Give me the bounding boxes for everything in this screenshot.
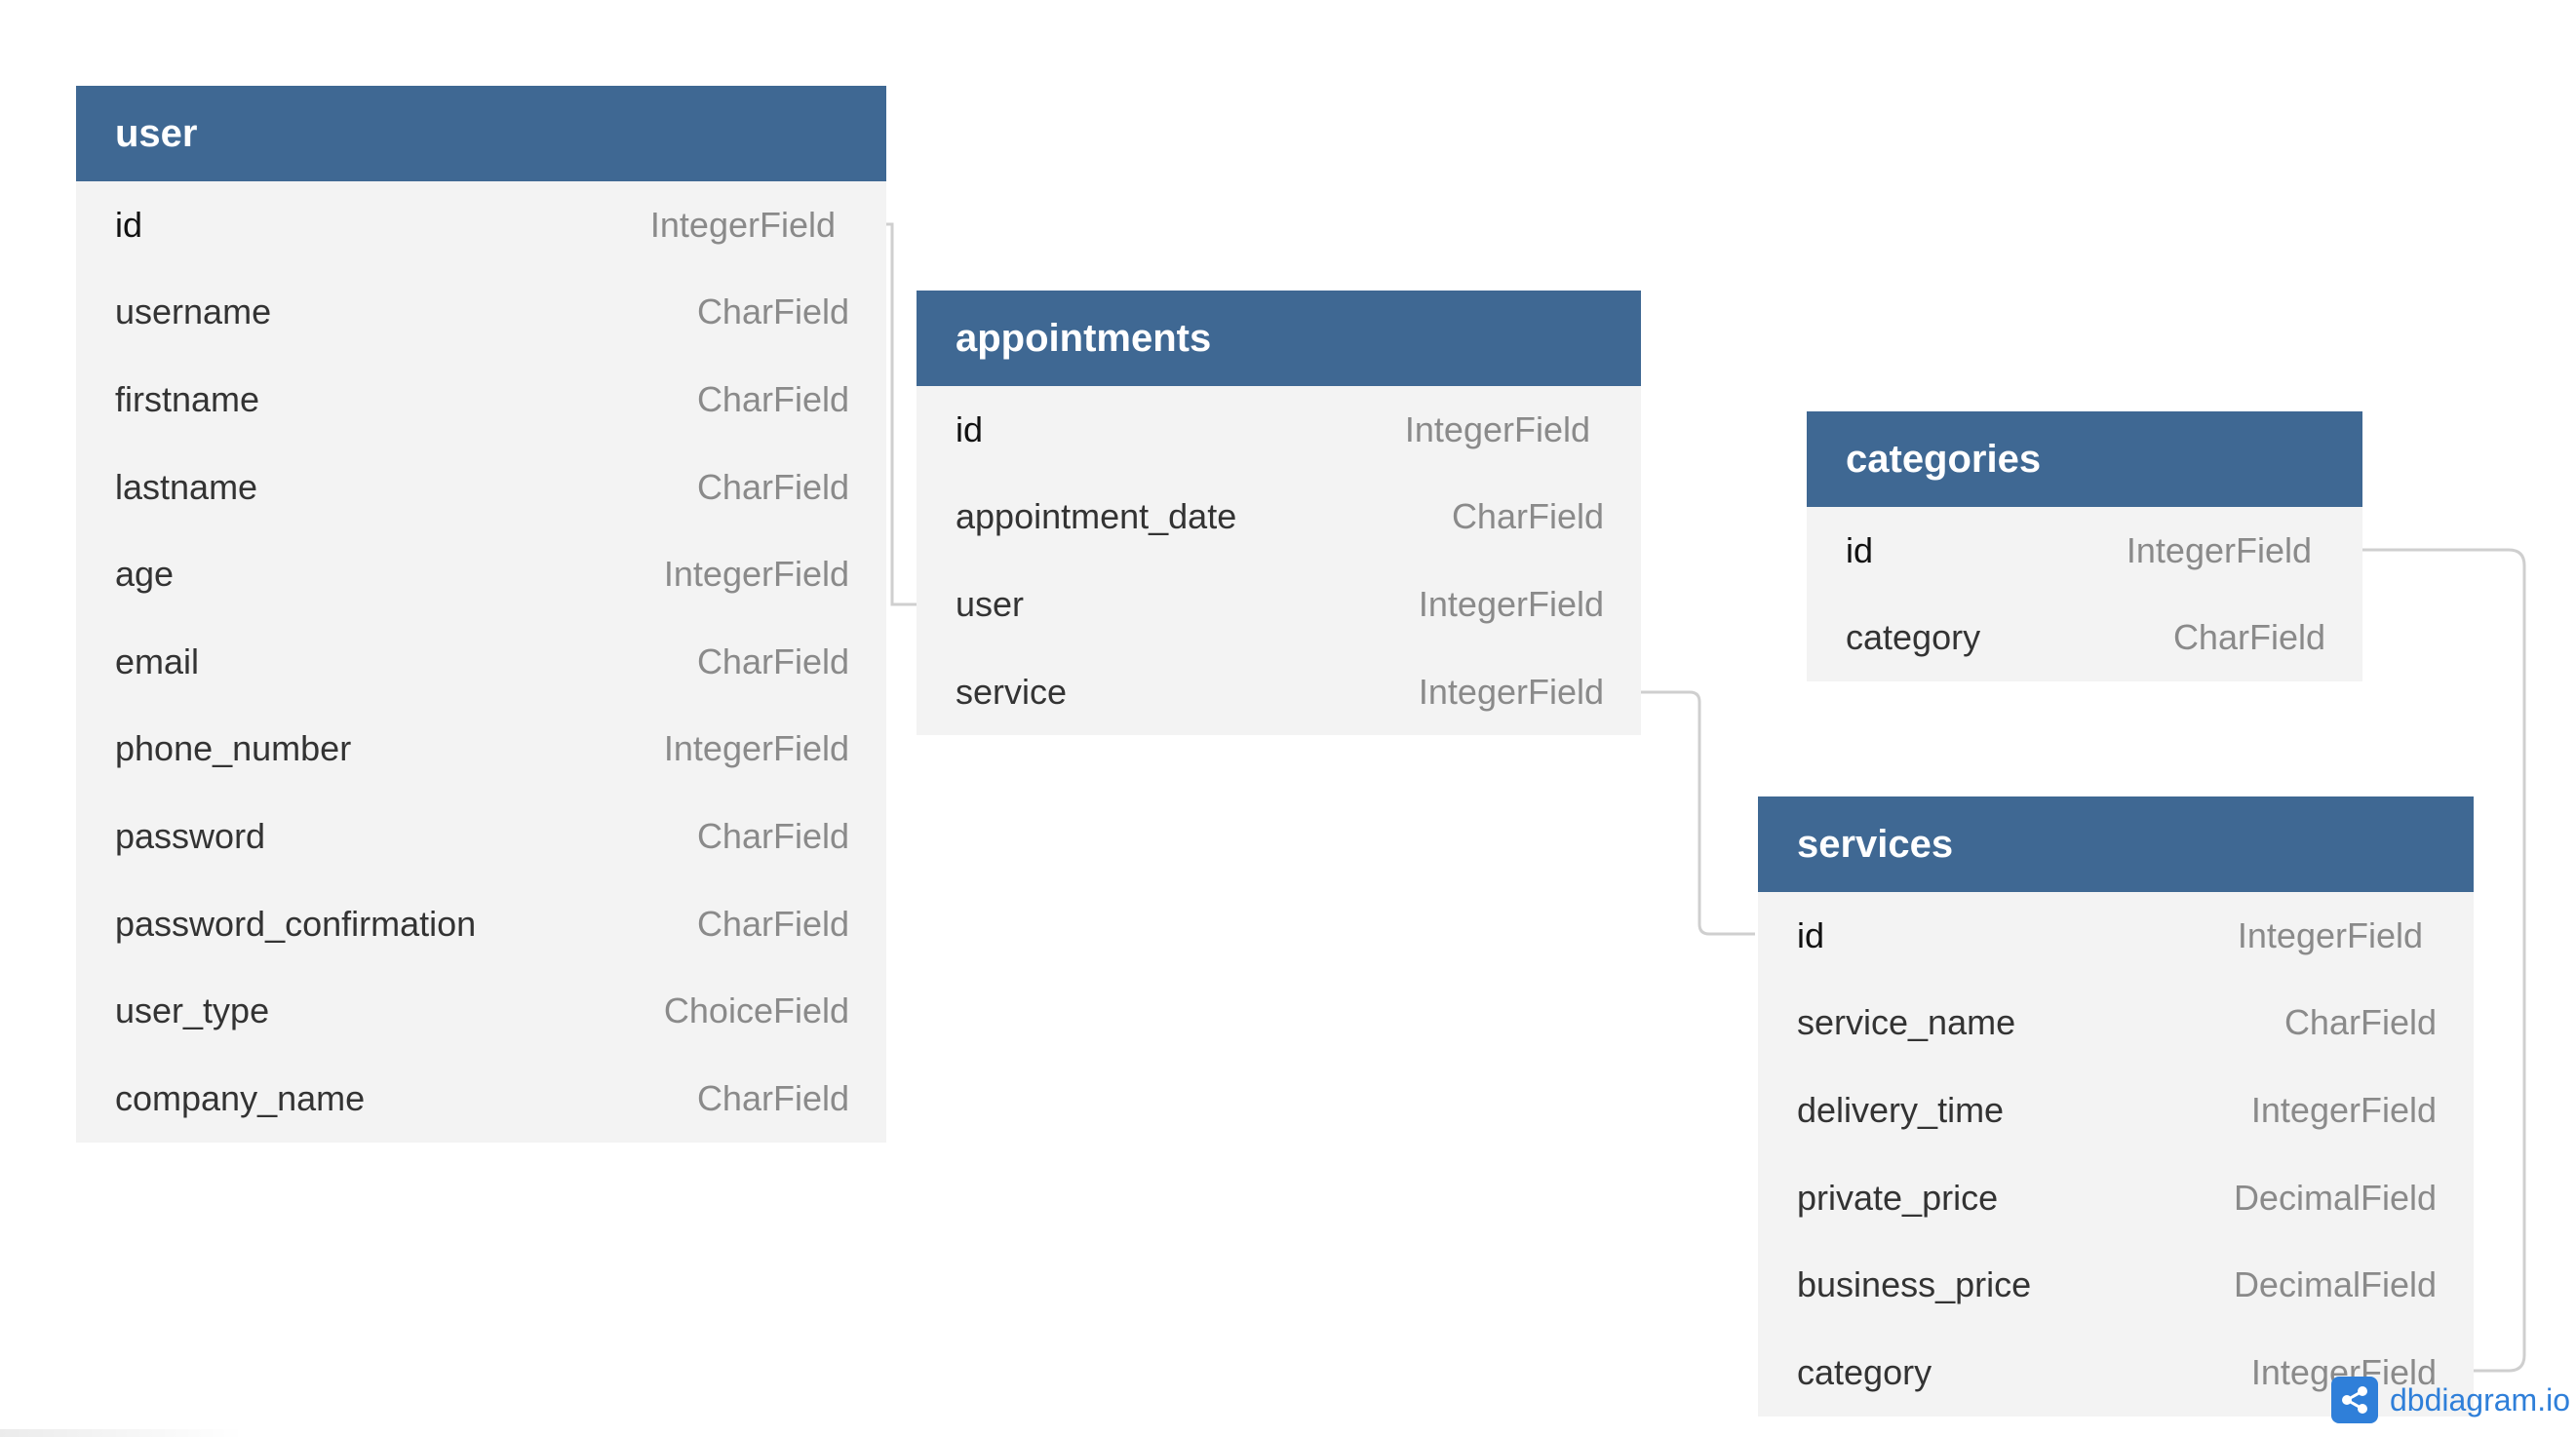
table-row[interactable]: id IntegerField: [1807, 507, 2362, 595]
table-row[interactable]: private_price DecimalField: [1758, 1154, 2474, 1242]
table-header-categories[interactable]: categories: [1807, 411, 2362, 507]
table-row[interactable]: business_price DecimalField: [1758, 1241, 2474, 1329]
field-type: CharField: [696, 903, 849, 944]
table-row[interactable]: id IntegerField: [76, 181, 886, 269]
table-row[interactable]: user_type ChoiceField: [76, 967, 886, 1055]
table-row[interactable]: id IntegerField: [1758, 892, 2474, 980]
field-name: password_confirmation: [115, 903, 477, 944]
field-name: category: [1846, 617, 1981, 658]
table-row[interactable]: category IntegerField: [1758, 1329, 2474, 1417]
field-name: business_price: [1797, 1264, 2032, 1305]
field-name: appointment_date: [956, 496, 1237, 537]
table-categories[interactable]: categories id IntegerField category Char…: [1807, 411, 2362, 682]
table-row[interactable]: category CharField: [1807, 595, 2362, 682]
field-name: id: [1846, 529, 1874, 570]
field-type: IntegerField: [2250, 1089, 2437, 1130]
table-row[interactable]: service_name CharField: [1758, 980, 2474, 1068]
field-type: IntegerField: [649, 204, 836, 245]
field-type: CharField: [1451, 496, 1604, 537]
dbdiagram-brand[interactable]: dbdiagram.io: [2331, 1377, 2570, 1423]
table-user[interactable]: user id IntegerField username CharField …: [76, 86, 886, 1143]
field-type: CharField: [696, 378, 849, 419]
field-type: CharField: [696, 291, 849, 332]
field-name: user: [956, 583, 1025, 624]
field-name: password: [115, 815, 266, 856]
field-type: CharField: [696, 1077, 849, 1118]
field-name: id: [1797, 914, 1825, 955]
table-row[interactable]: user IntegerField: [917, 561, 1641, 648]
field-name: category: [1797, 1351, 1932, 1392]
table-row[interactable]: phone_number IntegerField: [76, 706, 886, 794]
table-header-services[interactable]: services: [1758, 796, 2474, 892]
table-row[interactable]: age IntegerField: [76, 530, 886, 618]
table-row[interactable]: appointment_date CharField: [917, 474, 1641, 562]
field-name: age: [115, 554, 175, 595]
field-type: IntegerField: [1418, 583, 1604, 624]
table-title: appointments: [956, 316, 1212, 360]
field-name: service_name: [1797, 1002, 2016, 1043]
field-name: user_type: [115, 990, 270, 1031]
field-type: IntegerField: [1418, 671, 1604, 712]
shadow-strip: [0, 1429, 244, 1437]
field-name: private_price: [1797, 1177, 1999, 1218]
field-name: username: [115, 291, 272, 332]
field-type: CharField: [2172, 617, 2325, 658]
field-type: CharField: [696, 641, 849, 681]
field-name: company_name: [115, 1077, 366, 1118]
table-title: services: [1797, 822, 1954, 866]
brand-text: dbdiagram.io: [2390, 1381, 2570, 1418]
relation-appointments-services: [1641, 690, 1755, 936]
table-row[interactable]: delivery_time IntegerField: [1758, 1067, 2474, 1154]
table-row[interactable]: password CharField: [76, 793, 886, 880]
table-services[interactable]: services id IntegerField service_name Ch…: [1758, 796, 2474, 1417]
table-title: user: [115, 111, 198, 155]
field-type: IntegerField: [1404, 408, 1590, 449]
table-row[interactable]: id IntegerField: [917, 386, 1641, 474]
field-type: IntegerField: [2126, 529, 2312, 570]
table-title: categories: [1846, 437, 2042, 481]
field-type: IntegerField: [663, 728, 849, 769]
table-row[interactable]: email CharField: [76, 618, 886, 706]
field-type: CharField: [696, 466, 849, 507]
field-type: CharField: [2283, 1002, 2437, 1043]
field-name: service: [956, 671, 1068, 712]
table-row[interactable]: service IntegerField: [917, 648, 1641, 736]
table-row[interactable]: firstname CharField: [76, 356, 886, 444]
field-name: firstname: [115, 378, 260, 419]
field-type: CharField: [696, 815, 849, 856]
field-name: phone_number: [115, 728, 352, 769]
field-name: lastname: [115, 466, 258, 507]
table-header-user[interactable]: user: [76, 86, 886, 181]
table-row[interactable]: company_name CharField: [76, 1055, 886, 1143]
table-appointments[interactable]: appointments id IntegerField appointment…: [917, 291, 1641, 736]
field-type: IntegerField: [663, 554, 849, 595]
table-row[interactable]: password_confirmation CharField: [76, 880, 886, 968]
field-name: id: [956, 408, 984, 449]
table-row[interactable]: username CharField: [76, 269, 886, 357]
share-icon: [2331, 1377, 2378, 1423]
table-row[interactable]: lastname CharField: [76, 444, 886, 531]
field-type: DecimalField: [2233, 1177, 2437, 1218]
field-type: ChoiceField: [663, 990, 849, 1031]
field-type: IntegerField: [2237, 914, 2423, 955]
table-header-appointments[interactable]: appointments: [917, 291, 1641, 386]
field-name: email: [115, 641, 200, 681]
field-name: id: [115, 204, 143, 245]
field-type: DecimalField: [2233, 1264, 2437, 1305]
relation-user-appointments: [886, 222, 917, 606]
field-name: delivery_time: [1797, 1089, 2005, 1130]
